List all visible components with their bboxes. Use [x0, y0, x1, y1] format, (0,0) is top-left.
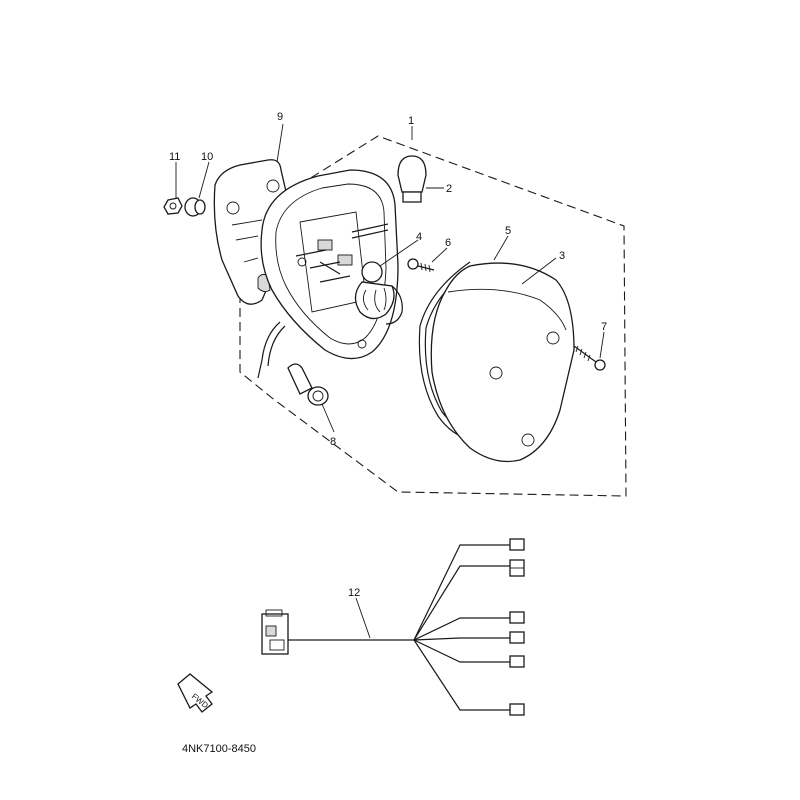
callout-7: 7 — [601, 321, 607, 333]
nut-part-11 — [163, 197, 183, 215]
grommet-part-8 — [287, 363, 329, 406]
callout-10: 10 — [201, 151, 213, 163]
callout-3: 3 — [559, 250, 565, 262]
callout-12: 12 — [348, 587, 360, 599]
assembly-boundary — [239, 135, 627, 497]
callout-6: 6 — [445, 237, 451, 249]
socket-part-4 — [354, 261, 403, 325]
diagram-code: 4NK7100-8450 — [182, 743, 256, 755]
screw-part-7 — [573, 345, 606, 371]
callout-8: 8 — [330, 436, 336, 448]
bulb-part-2 — [397, 155, 427, 203]
wire-harness-part-12 — [261, 538, 525, 716]
fwd-arrow-icon: FWD — [177, 673, 214, 713]
callouts: 1 2 3 4 5 6 7 8 9 10 11 12 — [169, 111, 607, 599]
callout-4: 4 — [416, 231, 422, 243]
callout-1: 1 — [408, 115, 414, 127]
leader-lines — [175, 123, 605, 433]
callout-11: 11 — [169, 151, 180, 163]
lens-part-3 — [430, 262, 575, 463]
callout-5: 5 — [505, 225, 511, 237]
screw-part-6 — [407, 258, 435, 273]
callout-9: 9 — [277, 111, 283, 123]
collar-part-10 — [184, 197, 206, 217]
callout-2: 2 — [446, 183, 452, 195]
